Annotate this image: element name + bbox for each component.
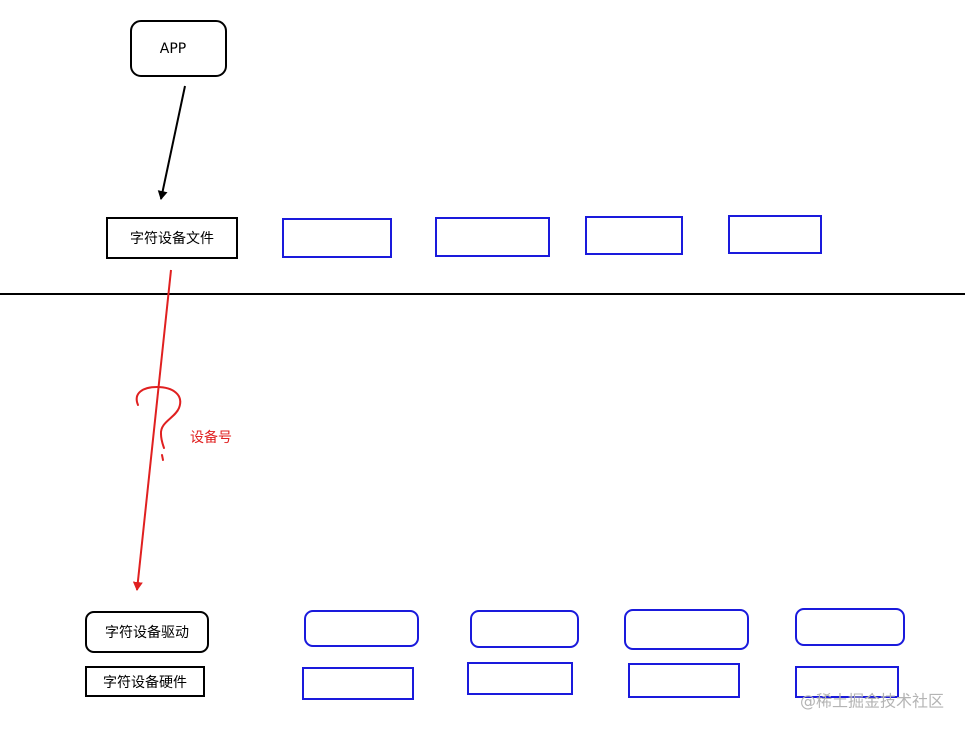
- file-placeholder-box: [728, 215, 822, 254]
- file-placeholder-box: [585, 216, 683, 255]
- question-mark-icon: [135, 385, 182, 449]
- hardware-placeholder-box: [467, 662, 573, 695]
- driver-placeholder-box: [470, 610, 579, 648]
- driver-placeholder-box: [795, 608, 905, 646]
- char-device-hardware-node: 字符设备硬件: [85, 666, 205, 697]
- char-device-file-label: 字符设备文件: [130, 230, 214, 247]
- device-number-label: 设备号: [190, 429, 232, 446]
- arrow-file-to-driver: [132, 269, 172, 591]
- char-device-driver-label: 字符设备驱动: [105, 624, 189, 641]
- char-device-driver-node: 字符设备驱动: [85, 611, 209, 653]
- driver-placeholder-box: [624, 609, 749, 650]
- hardware-placeholder-box: [628, 663, 740, 698]
- app-label: APP: [160, 41, 186, 57]
- char-device-file-node: 字符设备文件: [106, 217, 238, 259]
- hardware-placeholder-box: [302, 667, 414, 700]
- file-placeholder-box: [282, 218, 392, 258]
- arrow-app-to-file: [157, 85, 186, 200]
- question-mark-dot-icon: [161, 454, 164, 461]
- hardware-placeholder-box: [795, 666, 899, 698]
- driver-placeholder-box: [304, 610, 419, 647]
- char-device-hardware-label: 字符设备硬件: [103, 674, 187, 691]
- watermark: @稀土掘金技术社区: [800, 692, 944, 711]
- app-node: APP: [130, 20, 227, 77]
- file-placeholder-box: [435, 217, 550, 257]
